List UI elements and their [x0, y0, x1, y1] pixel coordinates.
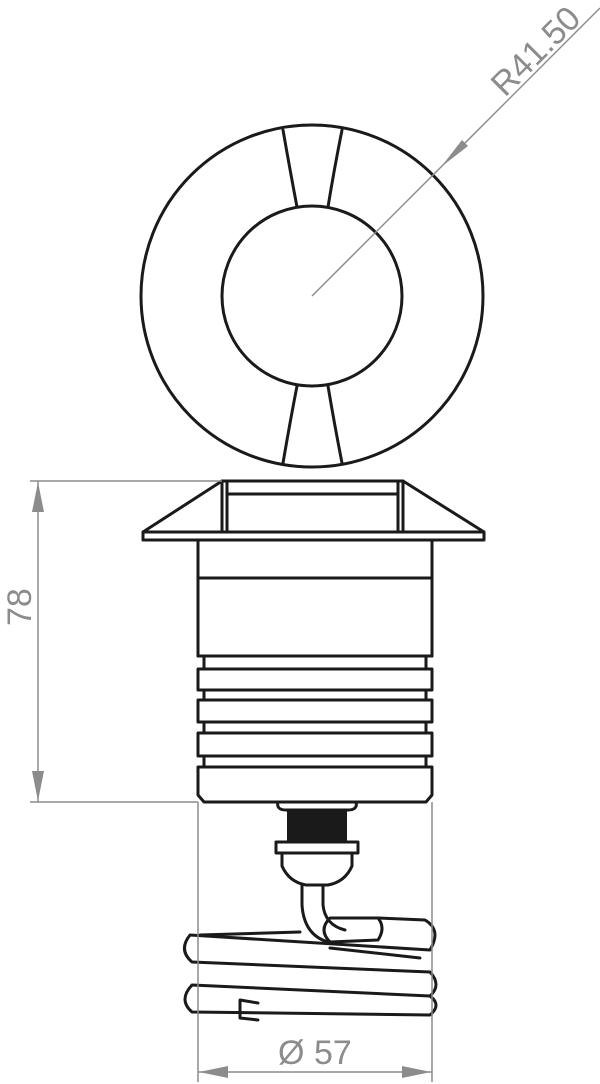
cable-end: [238, 998, 260, 1022]
inner-lens: [220, 204, 404, 388]
height-dimension: 78: [1, 480, 222, 803]
diameter-label: 57: [314, 1034, 352, 1072]
arrow-head: [441, 140, 468, 167]
height-label: 78: [1, 588, 39, 626]
radius-dimension: R41.50: [311, 0, 600, 297]
diameter-dimension: Ø 57: [197, 802, 433, 1082]
radius-label: R41.50: [484, 0, 588, 104]
side-view: [141, 479, 486, 1022]
slot-line: [326, 128, 344, 209]
coiled-cable: [183, 883, 438, 1022]
cable-gland: [274, 800, 360, 887]
top-view: [139, 123, 485, 469]
body: [196, 538, 434, 658]
slot-line: [326, 384, 344, 465]
outer-ring: [139, 123, 485, 469]
diameter-symbol: Ø: [278, 1034, 304, 1072]
slot-line: [281, 384, 299, 465]
slot-line: [281, 128, 299, 209]
